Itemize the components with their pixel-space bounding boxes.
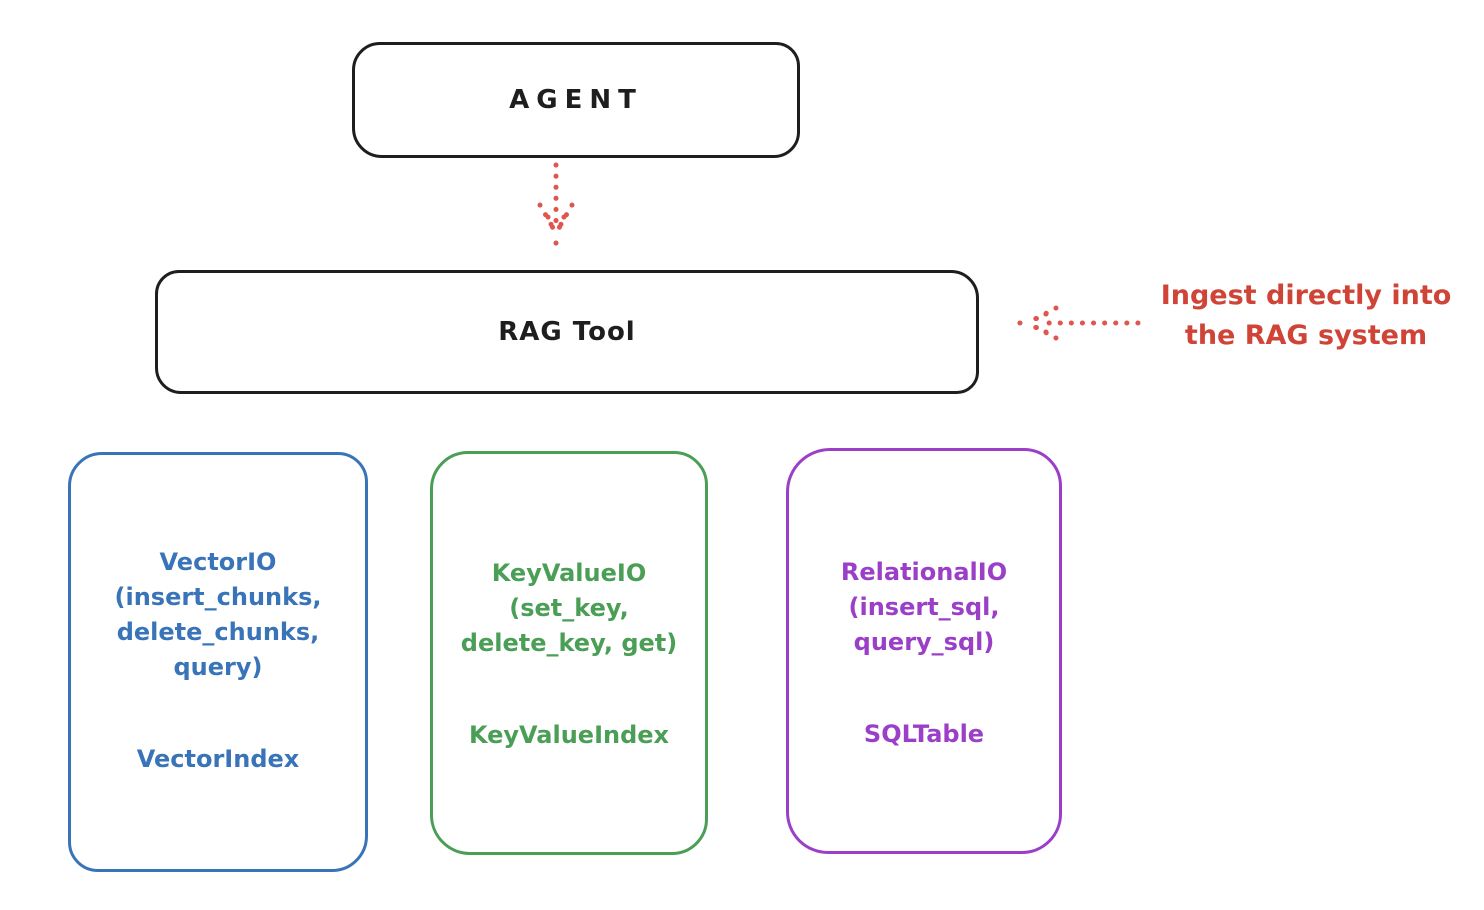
keyvalue-io-signature-line: (set_key, bbox=[509, 594, 629, 622]
arrow-left-icon bbox=[1015, 305, 1141, 341]
annotation-to-rag-arrow bbox=[1012, 300, 1148, 346]
keyvalue-io-node: KeyValueIO (set_key, delete_key, get) Ke… bbox=[430, 451, 708, 855]
vector-index-label: VectorIndex bbox=[136, 745, 300, 773]
relational-io-title: RelationalIO bbox=[840, 558, 1008, 586]
vector-io-signature-line: (insert_chunks, bbox=[114, 583, 322, 611]
sql-table-label: SQLTable bbox=[863, 720, 985, 748]
ingest-annotation-line1: Ingest directly into bbox=[1160, 280, 1452, 311]
arrow-down-icon bbox=[537, 162, 575, 248]
rag-tool-node-label: RAG Tool bbox=[498, 317, 636, 347]
keyvalue-io-signature-line: delete_key, get) bbox=[460, 629, 678, 657]
relational-io-signature-line: (insert_sql, bbox=[848, 593, 1000, 621]
agent-node: AGENT bbox=[352, 42, 800, 158]
agent-node-label: AGENT bbox=[509, 85, 643, 115]
keyvalue-index-label: KeyValueIndex bbox=[468, 721, 670, 749]
vector-io-signature-line: query) bbox=[173, 653, 263, 681]
agent-to-rag-arrow bbox=[532, 161, 580, 267]
ingest-annotation: Ingest directly into the RAG system bbox=[1134, 276, 1478, 356]
vector-io-signature-line: delete_chunks, bbox=[116, 618, 320, 646]
ingest-annotation-line2: the RAG system bbox=[1184, 320, 1428, 351]
relational-io-node: RelationalIO (insert_sql, query_sql) SQL… bbox=[786, 448, 1062, 854]
vector-io-title: VectorIO bbox=[159, 548, 277, 576]
keyvalue-io-title: KeyValueIO bbox=[491, 559, 647, 587]
relational-io-signature-line: query_sql) bbox=[853, 628, 995, 656]
vector-io-node: VectorIO (insert_chunks, delete_chunks, … bbox=[68, 452, 368, 872]
rag-tool-node: RAG Tool bbox=[155, 270, 979, 394]
